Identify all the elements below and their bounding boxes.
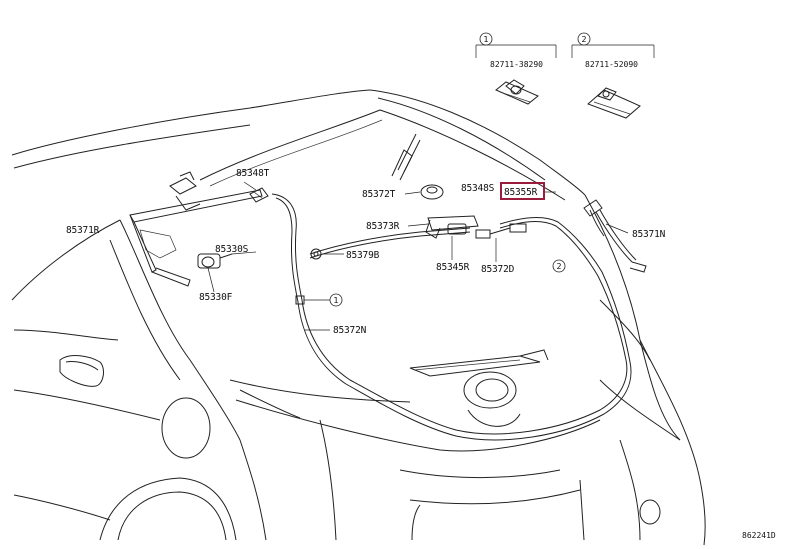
label-85371N[interactable]: 85371N [632,229,666,240]
label-85330S[interactable]: 85330S [215,244,249,255]
washer-pump-icon [197,253,233,293]
rear-wiper-arm [409,349,549,377]
inset-1: 1 82711-38290 [475,32,557,105]
label-85372D[interactable]: 85372D [481,264,515,275]
label-85373R[interactable]: 85373R [366,221,400,232]
bracket-85373R-icon [425,215,479,239]
callout-1: 1 [304,293,343,307]
highlight-box-85355R [500,182,545,200]
joint-85372D-icon [475,223,527,239]
inset-1-ref: 1 [484,35,489,44]
inset-2-ref: 2 [582,35,587,44]
vehicle-body [11,89,706,546]
label-85372T[interactable]: 85372T [362,189,396,200]
label-85372N[interactable]: 85372N [333,325,367,336]
hose-85371R-icon [129,189,263,287]
label-85348S[interactable]: 85348S [461,183,495,194]
label-85330F[interactable]: 85330F [199,292,233,303]
inset-2-ref-circle [577,32,591,46]
label-85371R[interactable]: 85371R [66,225,100,236]
svg-text:1: 1 [334,296,339,305]
hose-85371N-icon [583,199,647,273]
nozzle-85379B-icon [310,248,322,260]
inset-1-ref-circle [479,32,493,46]
grommet-85348S-icon [420,184,444,200]
figure-id: 862241D [742,531,776,540]
callout-2: 2 [552,259,566,273]
roof-bracket-icon [169,171,201,211]
clip-85372T-icon [391,133,421,181]
clip-82711-38290-icon [495,79,539,105]
label-85348T[interactable]: 85348T [236,168,270,179]
clip-82711-52090-icon [587,87,641,119]
label-leaders [231,181,629,331]
washer-hose [271,193,632,441]
inset-1-part-number: 82711-38290 [490,60,543,69]
label-85379B[interactable]: 85379B [346,250,380,261]
part-labels: 85348T 85371R 85330S 85330F 85372T 85348… [66,168,666,336]
svg-text:2: 2 [557,262,562,271]
inset-2: 2 82711-52090 [571,32,655,119]
label-85345R[interactable]: 85345R [436,262,470,273]
inset-2-part-number: 82711-52090 [585,60,638,69]
label-85355R[interactable]: 85355R [504,187,538,198]
